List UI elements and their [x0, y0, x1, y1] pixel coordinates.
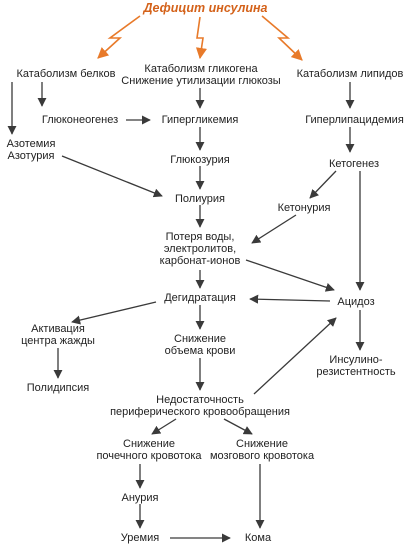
arrow-ketonuria-to-loss: [251, 214, 297, 244]
node-coma: Кома: [244, 532, 272, 544]
node-gluconeogenesis: Глюконеогенез: [41, 114, 119, 126]
node-glucosuria: Глюкозурия: [170, 154, 230, 166]
arrow-ketogenesis-to-ketonuria: [309, 170, 337, 199]
arrow-circulation-to-acidosis: [253, 317, 337, 395]
node-azotemia: Азотемия Азотурия: [6, 138, 56, 162]
arrow-loss-to-acidosis: [245, 259, 335, 292]
node-uremia: Уремия: [120, 532, 160, 544]
node-ketogenesis: Кетогенез: [328, 158, 380, 170]
arrow-title-to-glycogen: [195, 16, 208, 60]
arrow-azotemia-to-polyuria: [61, 155, 163, 198]
diagram-title: Дефицит инсулина: [143, 1, 268, 15]
arrow-title-to-protein: [97, 15, 141, 59]
node-anuria: Анурия: [121, 492, 159, 504]
node-polyuria: Полиурия: [175, 193, 225, 205]
node-protein-catabolism: Катаболизм белков: [16, 68, 116, 80]
node-cerebral: Снижение мозгового кровотока: [209, 438, 315, 462]
lightning-arrows: [97, 15, 303, 61]
node-lipid-catabolism: Катаболизм липидов: [296, 68, 404, 80]
node-blood-volume: Снижение объема крови: [164, 333, 236, 357]
arrow-title-to-lipid: [261, 15, 303, 61]
node-dehydration: Дегидратация: [164, 292, 236, 304]
arrow-acidosis-to-dehydration: [249, 294, 331, 304]
node-thirst: Активация центра жажды: [21, 323, 95, 347]
node-circulation: Недостаточность периферического кровообр…: [110, 394, 290, 418]
node-insulin-resistance: Инсулино- резистентность: [316, 354, 396, 378]
node-glycogen-catabolism: Катаболизм гликогена Снижение утилизации…: [121, 63, 281, 87]
node-ketonuria: Кетонурия: [277, 202, 331, 214]
node-hyperlipidemia: Гиперлипацидемия: [305, 114, 404, 126]
node-hyperglycemia: Гипергликемия: [161, 114, 239, 126]
node-acidosis: Ацидоз: [337, 296, 375, 308]
arrow-circulation-to-cerebral: [223, 418, 253, 435]
node-loss: Потеря воды, электролитов, карбонат-ионо…: [159, 231, 241, 267]
node-polydipsia: Полидипсия: [26, 382, 90, 394]
causal-arrows: [7, 82, 365, 543]
arrow-circulation-to-renal: [151, 418, 177, 435]
node-renal: Снижение почечного кровотока: [96, 438, 202, 462]
arrow-dehydration-to-thirst: [71, 301, 157, 325]
